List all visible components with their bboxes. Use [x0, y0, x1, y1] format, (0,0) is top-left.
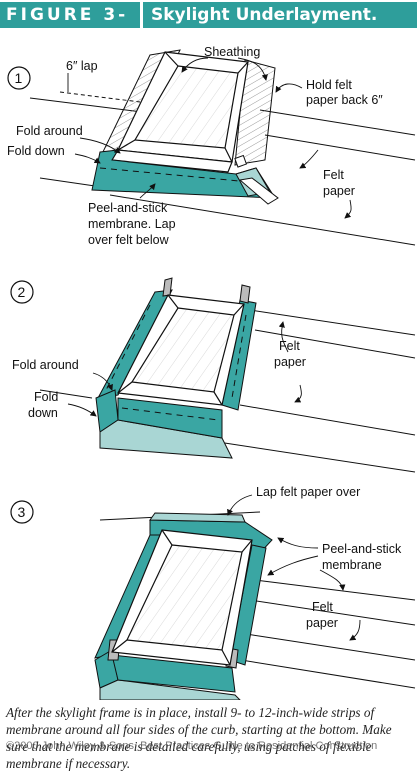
- step-2-fold-around-label: Fold around: [12, 358, 79, 372]
- step-1-peel-line2: membrane. Lap: [88, 217, 176, 231]
- step-3-peel-line1: Peel-and-stick: [322, 542, 402, 556]
- step-2-felt-line2: paper: [274, 355, 306, 369]
- step-3-felt-line1: Felt: [312, 600, 333, 614]
- step-1-peel-line1: Peel-and-stick: [88, 201, 168, 215]
- step-1-skylight: [111, 51, 249, 173]
- step-3-leaders: [227, 494, 361, 641]
- step-3-peel-line2: membrane: [322, 558, 382, 572]
- step-1-peel-line3: over felt below: [88, 233, 170, 247]
- step-3-number-circle: [10, 500, 34, 524]
- step-1-fold-down-label: Fold down: [7, 144, 65, 158]
- step-1-sheathing-label: Sheathing: [204, 45, 260, 59]
- step-1: 1: [7, 45, 416, 247]
- step-2-felt-line1: Felt: [279, 339, 300, 353]
- figure-caption: After the skylight frame is in place, in…: [6, 705, 392, 771]
- step-2-fold-line2: down: [28, 406, 58, 420]
- step-2-number: 2: [18, 284, 26, 300]
- step-2-number-circle: [10, 280, 34, 304]
- step-3: 3: [10, 485, 416, 700]
- skylight-underlayment-diagram: 1: [7, 45, 416, 700]
- step-2: 2: [10, 277, 416, 473]
- step-3-felt-line2: paper: [306, 616, 338, 630]
- step-1-lap-label: 6″ lap: [66, 59, 98, 73]
- figure-number: FIGURE 3-21: [0, 2, 140, 51]
- step-2-leaders: [67, 321, 302, 417]
- figure-title: Skylight Underlayment.: [143, 2, 417, 28]
- step-3-lap-felt-label: Lap felt paper over: [256, 485, 360, 499]
- step-1-number: 1: [15, 70, 23, 86]
- step-1-hold-felt-line1: Hold felt: [306, 78, 352, 92]
- step-2-skylight: [117, 294, 245, 406]
- step-1-hold-felt-line2: paper back 6″: [306, 93, 383, 107]
- step-1-roller: [234, 154, 279, 205]
- step-3-number: 3: [18, 504, 26, 520]
- step-1-leaders: [67, 57, 352, 219]
- step-1-felt-line1: Felt: [323, 168, 344, 182]
- step-1-felt-line2: paper: [323, 184, 355, 198]
- figure-header: FIGURE 3-21 Skylight Underlayment.: [0, 0, 417, 51]
- copyright-watermark: ©2000 John Wiley & Sons, Best Practices …: [6, 740, 378, 752]
- step-2-fold-line1: Fold: [34, 390, 58, 404]
- step-2-membrane: [95, 277, 257, 459]
- step-1-fold-around-label: Fold around: [16, 124, 83, 138]
- step-1-number-circle: [7, 66, 31, 90]
- step-3-skylight: [111, 529, 253, 666]
